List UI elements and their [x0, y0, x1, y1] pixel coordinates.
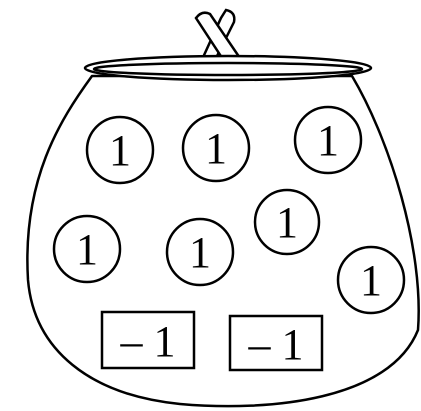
negative-tile: – 1 — [102, 312, 194, 368]
coin-token: 1 — [167, 219, 233, 285]
negative-tile-label: – 1 — [248, 320, 304, 369]
bag-rim-inner — [94, 63, 362, 75]
negative-tile: – 1 — [230, 316, 322, 370]
coin-label: 1 — [317, 116, 339, 165]
coin-label: 1 — [189, 228, 211, 277]
coin-token: 1 — [295, 107, 361, 173]
bag-rim — [85, 56, 371, 80]
coin-token: 1 — [87, 117, 153, 183]
coin-token: 1 — [338, 247, 404, 313]
coin-label: 1 — [76, 225, 98, 274]
coin-token: 1 — [183, 115, 249, 181]
coin-label: 1 — [360, 256, 382, 305]
coin-label: 1 — [276, 198, 298, 247]
coin-label: 1 — [109, 126, 131, 175]
negative-tile-label: – 1 — [120, 317, 176, 366]
coin-label: 1 — [205, 124, 227, 173]
coin-token: 1 — [54, 216, 120, 282]
coin-token: 1 — [255, 190, 319, 254]
